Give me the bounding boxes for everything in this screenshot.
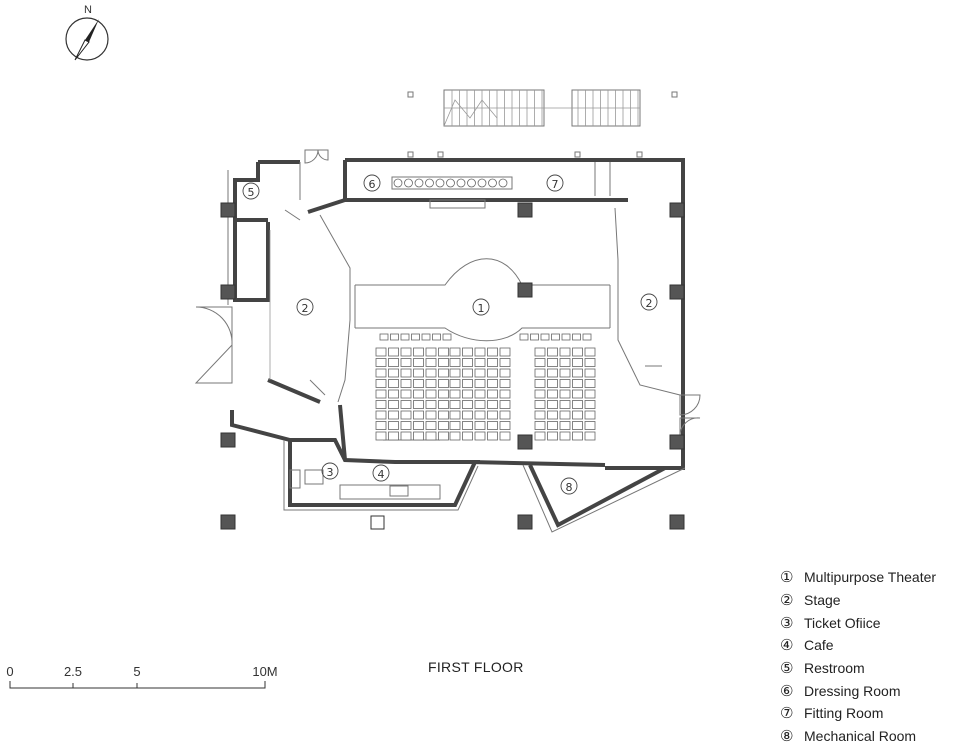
svg-text:5: 5	[248, 186, 255, 199]
legend-item: ⑧ Mechanical Room	[780, 725, 936, 748]
doors	[194, 149, 701, 437]
exterior-stair	[407, 89, 678, 158]
legend-item: ③ Ticket Ofiice	[780, 611, 936, 634]
legend-marker: ①	[780, 568, 794, 587]
legend-marker: ⑦	[780, 704, 794, 723]
legend-item: ⑤ Restroom	[780, 657, 936, 680]
legend-label: Mechanical Room	[804, 728, 917, 745]
svg-text:2: 2	[646, 297, 653, 310]
legend-label: Stage	[804, 592, 841, 609]
legend-label: Restroom	[804, 660, 865, 677]
svg-text:3: 3	[327, 466, 334, 479]
legend-marker: ⑤	[780, 659, 794, 678]
legend-label: Ticket Ofiice	[804, 614, 881, 631]
room-markers: 1 2 2 3 4 5 6 7 8	[242, 174, 658, 495]
legend-marker: ⑧	[780, 727, 794, 746]
legend-item: ① Multipurpose Theater	[780, 566, 936, 589]
interior-lines	[269, 162, 681, 500]
building-walls	[227, 158, 686, 533]
legend-marker: ④	[780, 636, 794, 655]
structural-columns	[220, 202, 685, 530]
legend-item: ② Stage	[780, 589, 936, 612]
svg-text:7: 7	[552, 178, 559, 191]
scale-tick-2-5: 2.5	[64, 664, 82, 679]
legend-label: Multipurpose Theater	[804, 569, 937, 586]
compass-label: N	[84, 4, 92, 16]
legend-item: ⑥ Dressing Room	[780, 679, 936, 702]
legend-marker: ②	[780, 591, 794, 610]
dressing-room-bench	[391, 176, 513, 190]
scale-tick-5: 5	[133, 664, 140, 679]
theater-seating	[375, 333, 596, 441]
legend-label: Fitting Room	[804, 705, 884, 722]
legend-item: ④ Cafe	[780, 634, 936, 657]
legend-item: ⑦ Fitting Room	[780, 702, 936, 725]
scale-tick-10m: 10M	[252, 664, 277, 679]
svg-text:1: 1	[478, 302, 485, 315]
legend-label: Cafe	[804, 637, 834, 654]
scale-bar: 0 2.5 5 10M	[6, 664, 278, 689]
svg-text:2: 2	[302, 302, 309, 315]
svg-text:8: 8	[566, 481, 573, 494]
legend-label: Dressing Room	[804, 682, 901, 699]
svg-text:6: 6	[369, 178, 376, 191]
scale-tick-0: 0	[6, 664, 13, 679]
legend-marker: ③	[780, 613, 794, 632]
north-arrow-icon: N	[65, 4, 109, 61]
legend-marker: ⑥	[780, 681, 794, 700]
svg-text:4: 4	[378, 468, 385, 481]
floor-title: FIRST FLOOR	[428, 659, 524, 675]
room-legend: ① Multipurpose Theater ② Stage ③ Ticket Ofi…	[780, 566, 936, 748]
